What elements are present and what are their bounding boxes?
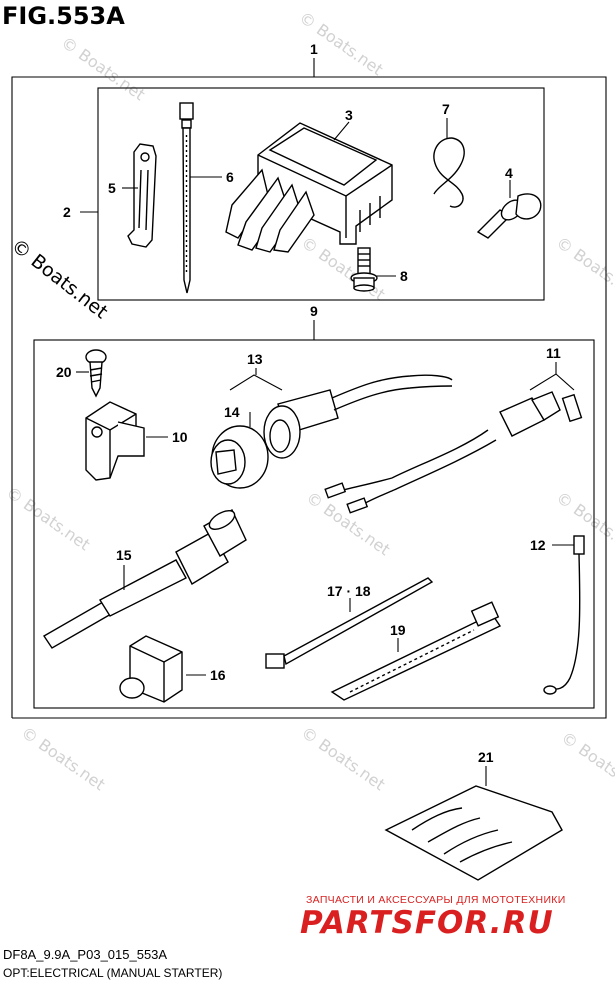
part-5-clamp [122,143,157,248]
figure-title: FIG.553A [2,2,125,30]
callout-6: 6 [226,169,234,185]
callout-8: 8 [400,268,408,284]
callout-16: 16 [210,667,226,683]
callout-7: 7 [442,101,450,117]
callout-2: 2 [63,204,71,220]
part-15-boot [43,509,247,649]
part-17-18-cable-tie [265,577,434,669]
callout-13: 13 [247,351,263,367]
part-14-connector [210,412,269,489]
callout-10: 10 [172,429,188,445]
callout-17-18: 17 · 18 [327,583,371,599]
part-13-harness [229,368,453,459]
part-3-regulator [225,121,393,253]
callout-1: 1 [310,41,318,57]
callout-19: 19 [390,622,406,638]
part-11-harness [324,362,583,514]
frame-assembly-2 [97,87,545,301]
callout-20: 20 [56,364,72,380]
part-7-clip [433,118,465,208]
callout-9: 9 [310,303,318,319]
callout-3: 3 [345,107,353,123]
watermark-ru-tagline: ЗАПЧАСТИ И АКСЕССУАРЫ ДЛЯ МОТОТЕХНИКИ [306,894,566,906]
watermark-text: © Boats.net [558,728,615,800]
part-6-cable-tie [179,102,222,294]
figure-subtitle: OPT:ELECTRICAL (MANUAL STARTER) [3,966,223,980]
watermark-boats: © Boats.net [7,235,112,324]
part-8-bolt [350,247,396,292]
frame-outer [11,76,607,719]
part-16-holder [119,635,206,703]
part-20-screw [76,349,107,398]
watermark-text: © Boats.net [303,488,394,560]
part-21-bag [384,766,563,881]
callout-15: 15 [116,547,132,563]
part-12-wire [543,535,585,695]
figure-code: DF8A_9.9A_P03_015_553A [3,947,168,962]
callout-4: 4 [505,165,513,181]
watermark-text: © Boats.net [58,33,149,105]
part-19-strap [330,601,502,701]
callout-12: 12 [530,537,546,553]
watermark-text: © Boats.net [298,723,389,795]
part-10-bracket [85,401,168,481]
callout-21: 21 [478,749,494,765]
watermark-text: © Boats.net [18,723,109,795]
callout-11: 11 [546,345,561,361]
callout-14: 14 [224,404,240,420]
watermark-ru-logo: PARTSFOR.RU [300,905,554,941]
callout-5: 5 [108,180,116,196]
watermark-text: © Boats.net [3,483,94,555]
part-4-grommet [476,180,542,239]
